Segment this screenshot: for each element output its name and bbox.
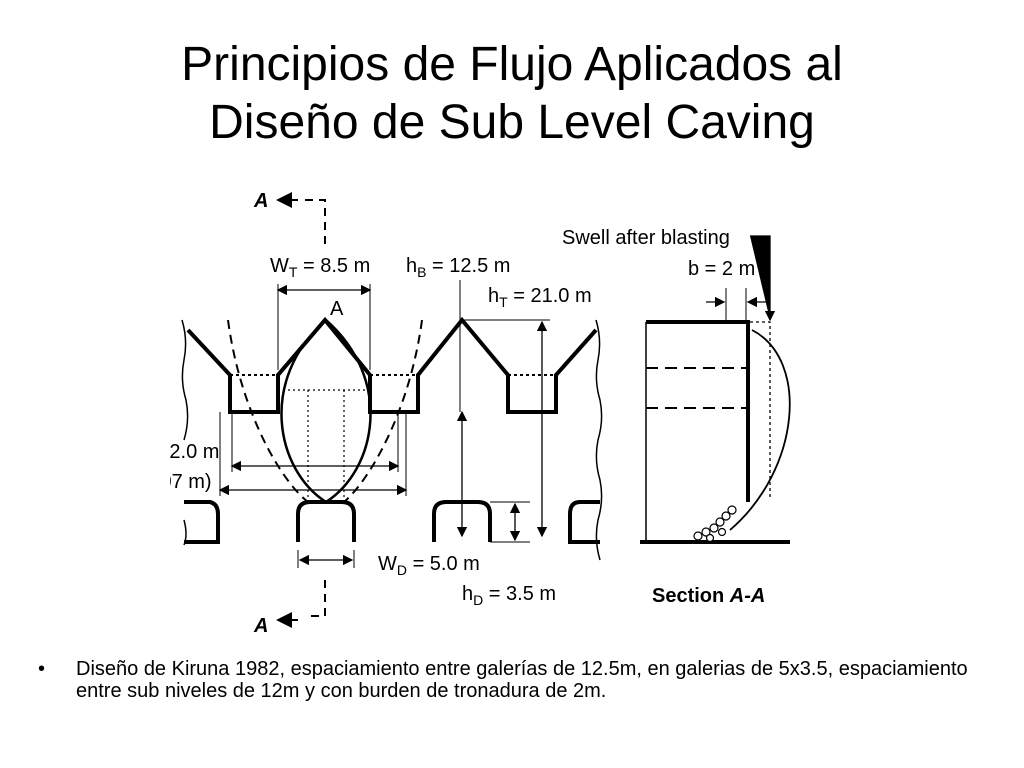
wt-dimension: WT = 8.5 m A xyxy=(270,255,372,370)
lower-sublevel-drifts xyxy=(184,500,600,544)
sublevel-caving-diagram: A A WT = 8.5 m A xyxy=(170,190,791,637)
section-marker-bottom: A xyxy=(253,580,326,637)
section-a-a-view: Swell after blasting b = 2 m Section A-A xyxy=(562,227,791,607)
blasted-rock-pile xyxy=(693,505,737,543)
ht-label: hT = 21.0 m xyxy=(488,285,592,310)
section-caption: Section A-A xyxy=(652,585,765,607)
hd-label: hD = 3.5 m xyxy=(462,583,556,608)
wd-label: WD = 5.0 m xyxy=(378,553,480,578)
swell-label: Swell after blasting xyxy=(562,227,730,249)
burden-label: b = 2 m xyxy=(688,258,755,280)
wd-dimension: WD = 5.0 m hD = 3.5 m xyxy=(297,550,556,608)
slide-title: Principios de Flujo Aplicados al Diseño … xyxy=(0,36,1024,152)
height-dimensions: hB = 12.5 m hT = 21.0 m xyxy=(406,255,592,543)
bullet-marker: • xyxy=(38,658,46,680)
section-marker-top-label: A xyxy=(253,190,268,212)
sd-label: SD = 12.0 m xyxy=(170,441,219,466)
upper-sublevel-profile xyxy=(186,316,598,414)
bullet-text: Diseño de Kiruna 1982, espaciamiento ent… xyxy=(76,658,968,702)
sd-alt-label: (13.07 m) xyxy=(170,471,212,493)
hb-label: hB = 12.5 m xyxy=(406,255,510,280)
apex-label: A xyxy=(330,298,344,320)
title-line-1: Principios de Flujo Aplicados al xyxy=(181,38,843,91)
wt-label: WT = 8.5 m xyxy=(270,255,370,280)
sd-dimension: SD = 12.0 m (13.07 m) xyxy=(170,412,408,496)
section-marker-top: A xyxy=(253,190,326,245)
title-line-2: Diseño de Sub Level Caving xyxy=(209,96,815,149)
bullet-list: • Diseño de Kiruna 1982, espaciamiento e… xyxy=(38,658,998,702)
section-marker-bottom-label: A xyxy=(253,615,268,637)
bullet-item: • Diseño de Kiruna 1982, espaciamiento e… xyxy=(38,658,998,702)
